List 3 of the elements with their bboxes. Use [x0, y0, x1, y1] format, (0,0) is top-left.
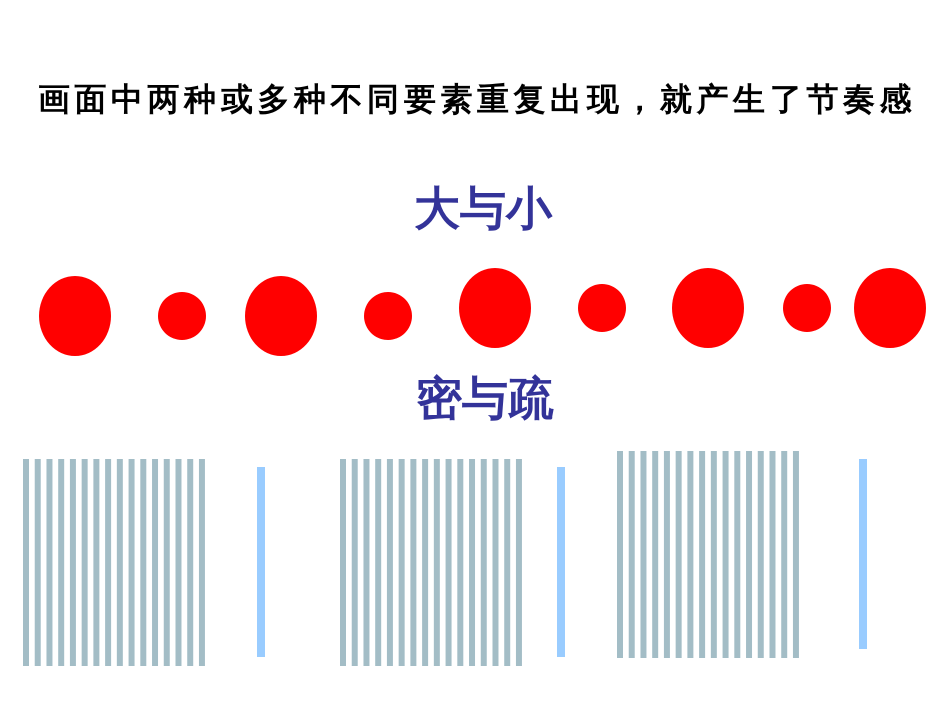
section-heading: 大与小: [414, 182, 552, 235]
heading: 画面中两种或多种不同要素重复出现，就产生了节奏感: [38, 81, 916, 118]
section-heading: 密与疏: [416, 372, 554, 425]
